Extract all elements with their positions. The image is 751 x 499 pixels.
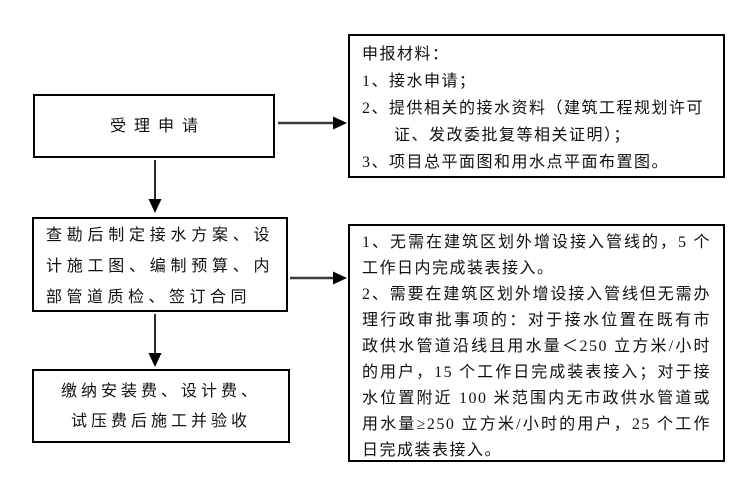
arrow-step1-to-materials	[278, 116, 347, 130]
node-accept-application: 受理申请	[33, 94, 275, 158]
arrow-step2-to-step3	[148, 314, 162, 367]
materials-title: 申报材料：	[362, 46, 450, 63]
node-accept-application-label: 受理申请	[109, 117, 206, 135]
timeline-item: 1、无需在建筑区划外增设接入管线的，5 个工作日内完成装表接入。	[362, 234, 711, 277]
node-survey-design-contract: 查勘后制定接水方案、设计施工图、编制预算、内部管道质检、签订合同	[32, 217, 288, 312]
materials-item: 1、接水申请；	[362, 73, 477, 90]
arrow-step1-to-step2	[148, 160, 162, 213]
timeline-item: 2、需要在建筑区划外增设接入管线但无需办理行政审批事项的：对于接水位置在既有市政…	[362, 286, 711, 459]
materials-item: 3、项目总平面图和用水点平面布置图。	[362, 154, 670, 171]
materials-item: 2、提供相关的接水资料（建筑工程规划许可证、发改委批复等相关证明）；	[362, 100, 705, 144]
node-pay-fees-construct-accept: 缴纳安装费、设计费、试压费后施工并验收	[32, 369, 290, 443]
node-pay-fees-construct-accept-label: 缴纳安装费、设计费、试压费后施工并验收	[60, 383, 261, 430]
node-connection-timelines: 1、无需在建筑区划外增设接入管线的，5 个工作日内完成装表接入。 2、需要在建筑…	[348, 224, 725, 462]
arrow-step2-to-timeline	[290, 271, 347, 285]
node-survey-design-contract-label: 查勘后制定接水方案、设计施工图、编制预算、内部管道质检、签订合同	[46, 227, 274, 306]
node-application-materials: 申报材料： 1、接水申请； 2、提供相关的接水资料（建筑工程规划许可证、发改委批…	[348, 34, 725, 178]
